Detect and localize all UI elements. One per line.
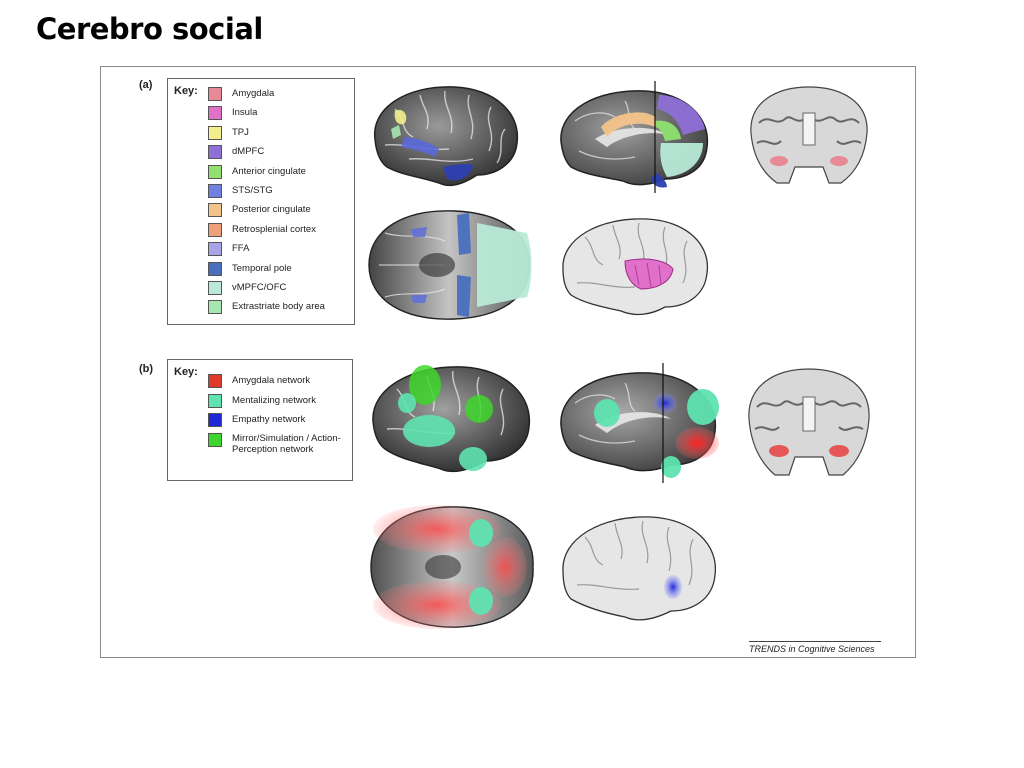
key-a-label: FFA <box>232 243 250 255</box>
panel-b-label: (b) <box>139 363 154 375</box>
brain-a-ventral <box>368 210 532 320</box>
key-a-swatch <box>208 164 222 179</box>
key-a-swatch <box>208 125 222 140</box>
key-a-label: STS/STG <box>232 185 273 196</box>
key-a-swatch <box>208 261 222 276</box>
credit-text: TRENDS in Cognitive Sciences <box>749 644 875 654</box>
key-a-swatch <box>208 203 222 218</box>
key-a-label: Extrastriate body area <box>232 301 325 313</box>
key-a-label: Retrosplenial cortex <box>232 223 316 235</box>
key-b-label: Empathy network <box>232 414 306 425</box>
key-b-label: Mentalizing network <box>232 394 316 406</box>
brain-b-medial <box>560 363 719 483</box>
brain-b-ventral <box>370 505 534 629</box>
key-a-label: Anterior cingulate <box>232 165 306 177</box>
brain-b-coronal <box>748 368 870 476</box>
brain-a-coronal <box>750 86 868 184</box>
key-b-swatch <box>208 374 222 388</box>
key-a-label: TPJ <box>232 126 249 138</box>
key-a-label: vMPFC/OFC <box>232 282 287 293</box>
brain-b-insula <box>562 516 717 621</box>
key-a-swatch <box>208 145 222 160</box>
key-b-swatch <box>208 432 222 447</box>
key-a-label: Posterior cingulate <box>232 204 311 216</box>
key-b-label: Amygdala network <box>232 375 311 386</box>
key-a-swatch <box>208 106 222 121</box>
brain-a-insula <box>562 218 709 316</box>
brain-a-lateral <box>374 86 519 187</box>
key-b-swatch <box>208 413 222 427</box>
slide-title: Cerebro social <box>36 12 263 46</box>
key-b-swatch <box>208 393 222 408</box>
key-a-label: Insula <box>232 107 258 119</box>
key-a-swatch <box>208 222 222 237</box>
key-a-swatch <box>208 87 222 101</box>
panel-a-label: (a) <box>139 79 153 91</box>
credit-rule <box>749 641 881 642</box>
key-a-label: Temporal pole <box>232 262 292 274</box>
key-b-label: Mirror/Simulation / Action-Perception ne… <box>232 432 341 456</box>
key-a-label: dMPFC <box>232 146 265 158</box>
key-a-swatch <box>208 281 222 295</box>
key-a-swatch <box>208 300 222 315</box>
key-a-swatch <box>208 184 222 198</box>
key-a-swatch <box>208 242 222 257</box>
brain-b-lateral <box>372 365 531 473</box>
key-a-label: Amygdala <box>232 88 275 99</box>
key-title-a: Key: <box>174 85 198 97</box>
brain-a-medial <box>560 81 709 193</box>
key-title-b: Key: <box>174 366 198 378</box>
